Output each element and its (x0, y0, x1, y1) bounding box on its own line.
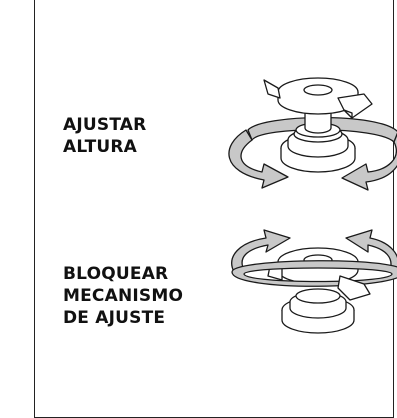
rotation-arrow-front-left (228, 129, 289, 189)
adjust-height-line-2: ALTURA (63, 137, 138, 157)
mechanism-illustrations (228, 77, 397, 334)
lock-mechanism-line-1: BLOQUEAR (63, 264, 169, 284)
height-mechanism-body (263, 77, 373, 173)
lock-mechanism-label: BLOQUEAR MECANISMO DE AJUSTE (63, 263, 183, 329)
lock-arrow-left (231, 229, 291, 273)
lock-mechanism-line-2: MECANISMO (63, 286, 184, 306)
lock-mechanism-line-3: DE AJUSTE (63, 308, 166, 328)
adjust-height-line-1: AJUSTAR (63, 115, 147, 135)
adjust-height-label: AJUSTAR ALTURA (63, 114, 146, 158)
lock-ring-band (231, 260, 397, 287)
rotation-arrow-front-right (341, 132, 397, 191)
lock-mechanism-figure (231, 229, 397, 334)
lock-arrow-right (345, 229, 397, 273)
diagram-frame (34, 0, 394, 418)
adjust-height-figure (228, 77, 397, 191)
lock-lever (337, 275, 371, 301)
